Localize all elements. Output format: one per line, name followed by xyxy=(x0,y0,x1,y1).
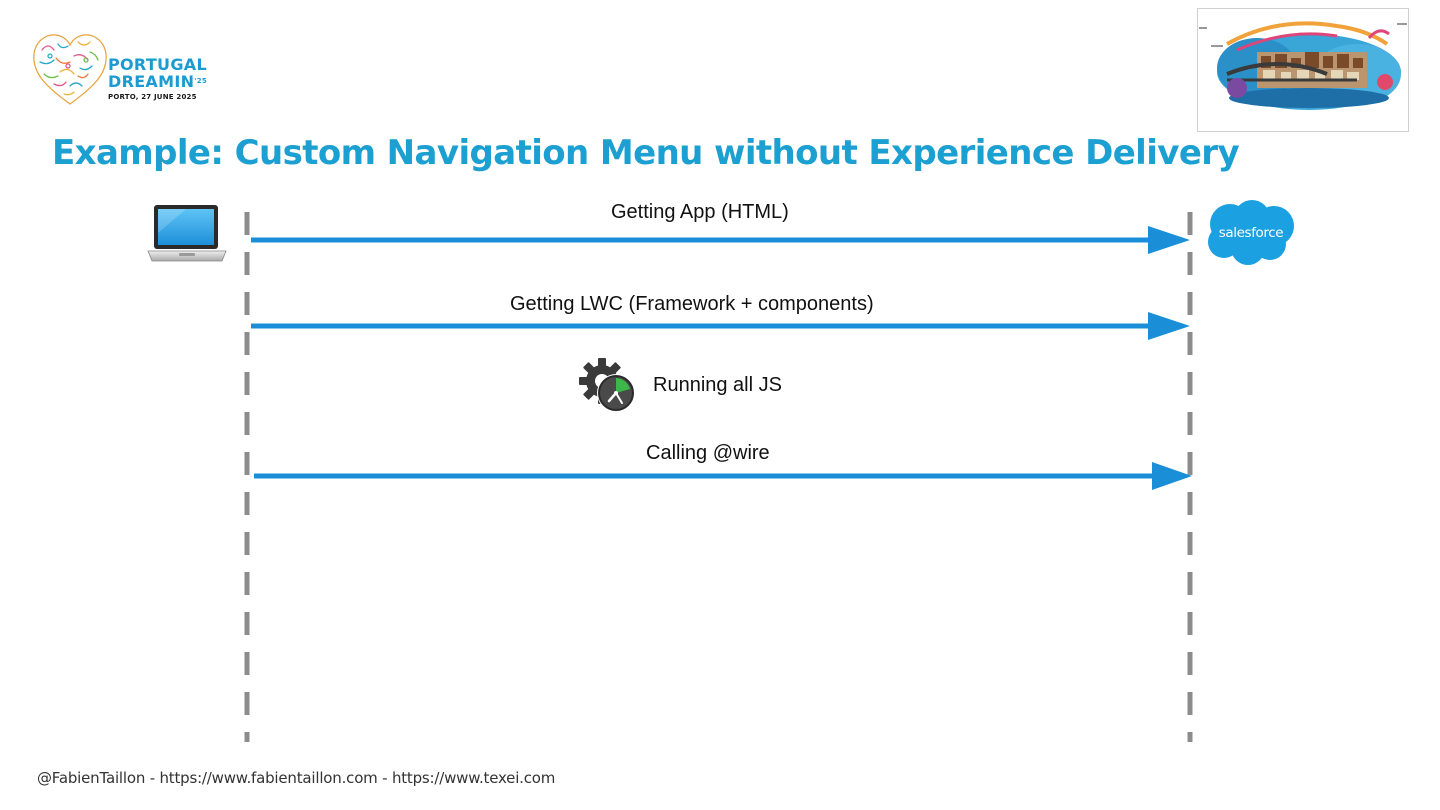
salesforce-logo: salesforce xyxy=(1204,200,1298,266)
message-label-1: Getting App (HTML) xyxy=(611,201,789,223)
heart-logo-icon xyxy=(33,34,107,105)
logo-line-2: DREAMIN'25 xyxy=(108,73,207,90)
message-arrow-1 xyxy=(251,226,1190,254)
salesforce-label: salesforce xyxy=(1218,225,1284,241)
message-label-2: Getting LWC (Framework + components) xyxy=(510,293,874,315)
slide-title: Example: Custom Navigation Menu without … xyxy=(52,133,1240,173)
message-label-4: Calling @wire xyxy=(646,442,770,464)
laptop-icon xyxy=(147,205,227,262)
porto-illustration xyxy=(1197,8,1409,132)
message-arrow-2 xyxy=(251,312,1190,340)
portugal-dreamin-logo: PORTUGAL DREAMIN'25 PORTO, 27 JUNE 2025 xyxy=(30,30,220,108)
message-label-3: Running all JS xyxy=(653,374,782,396)
logo-line-1: PORTUGAL xyxy=(108,55,207,74)
salesforce-cloud-icon xyxy=(1208,200,1294,265)
footer-credits: @FabienTaillon - https://www.fabientaill… xyxy=(37,769,556,787)
logo-year-superscript: '25 xyxy=(194,77,208,85)
logo-date: PORTO, 27 JUNE 2025 xyxy=(108,93,197,101)
message-arrow-4 xyxy=(254,462,1192,490)
logo-line-2-text: DREAMIN xyxy=(108,72,195,91)
gear-clock-icon xyxy=(579,358,635,412)
